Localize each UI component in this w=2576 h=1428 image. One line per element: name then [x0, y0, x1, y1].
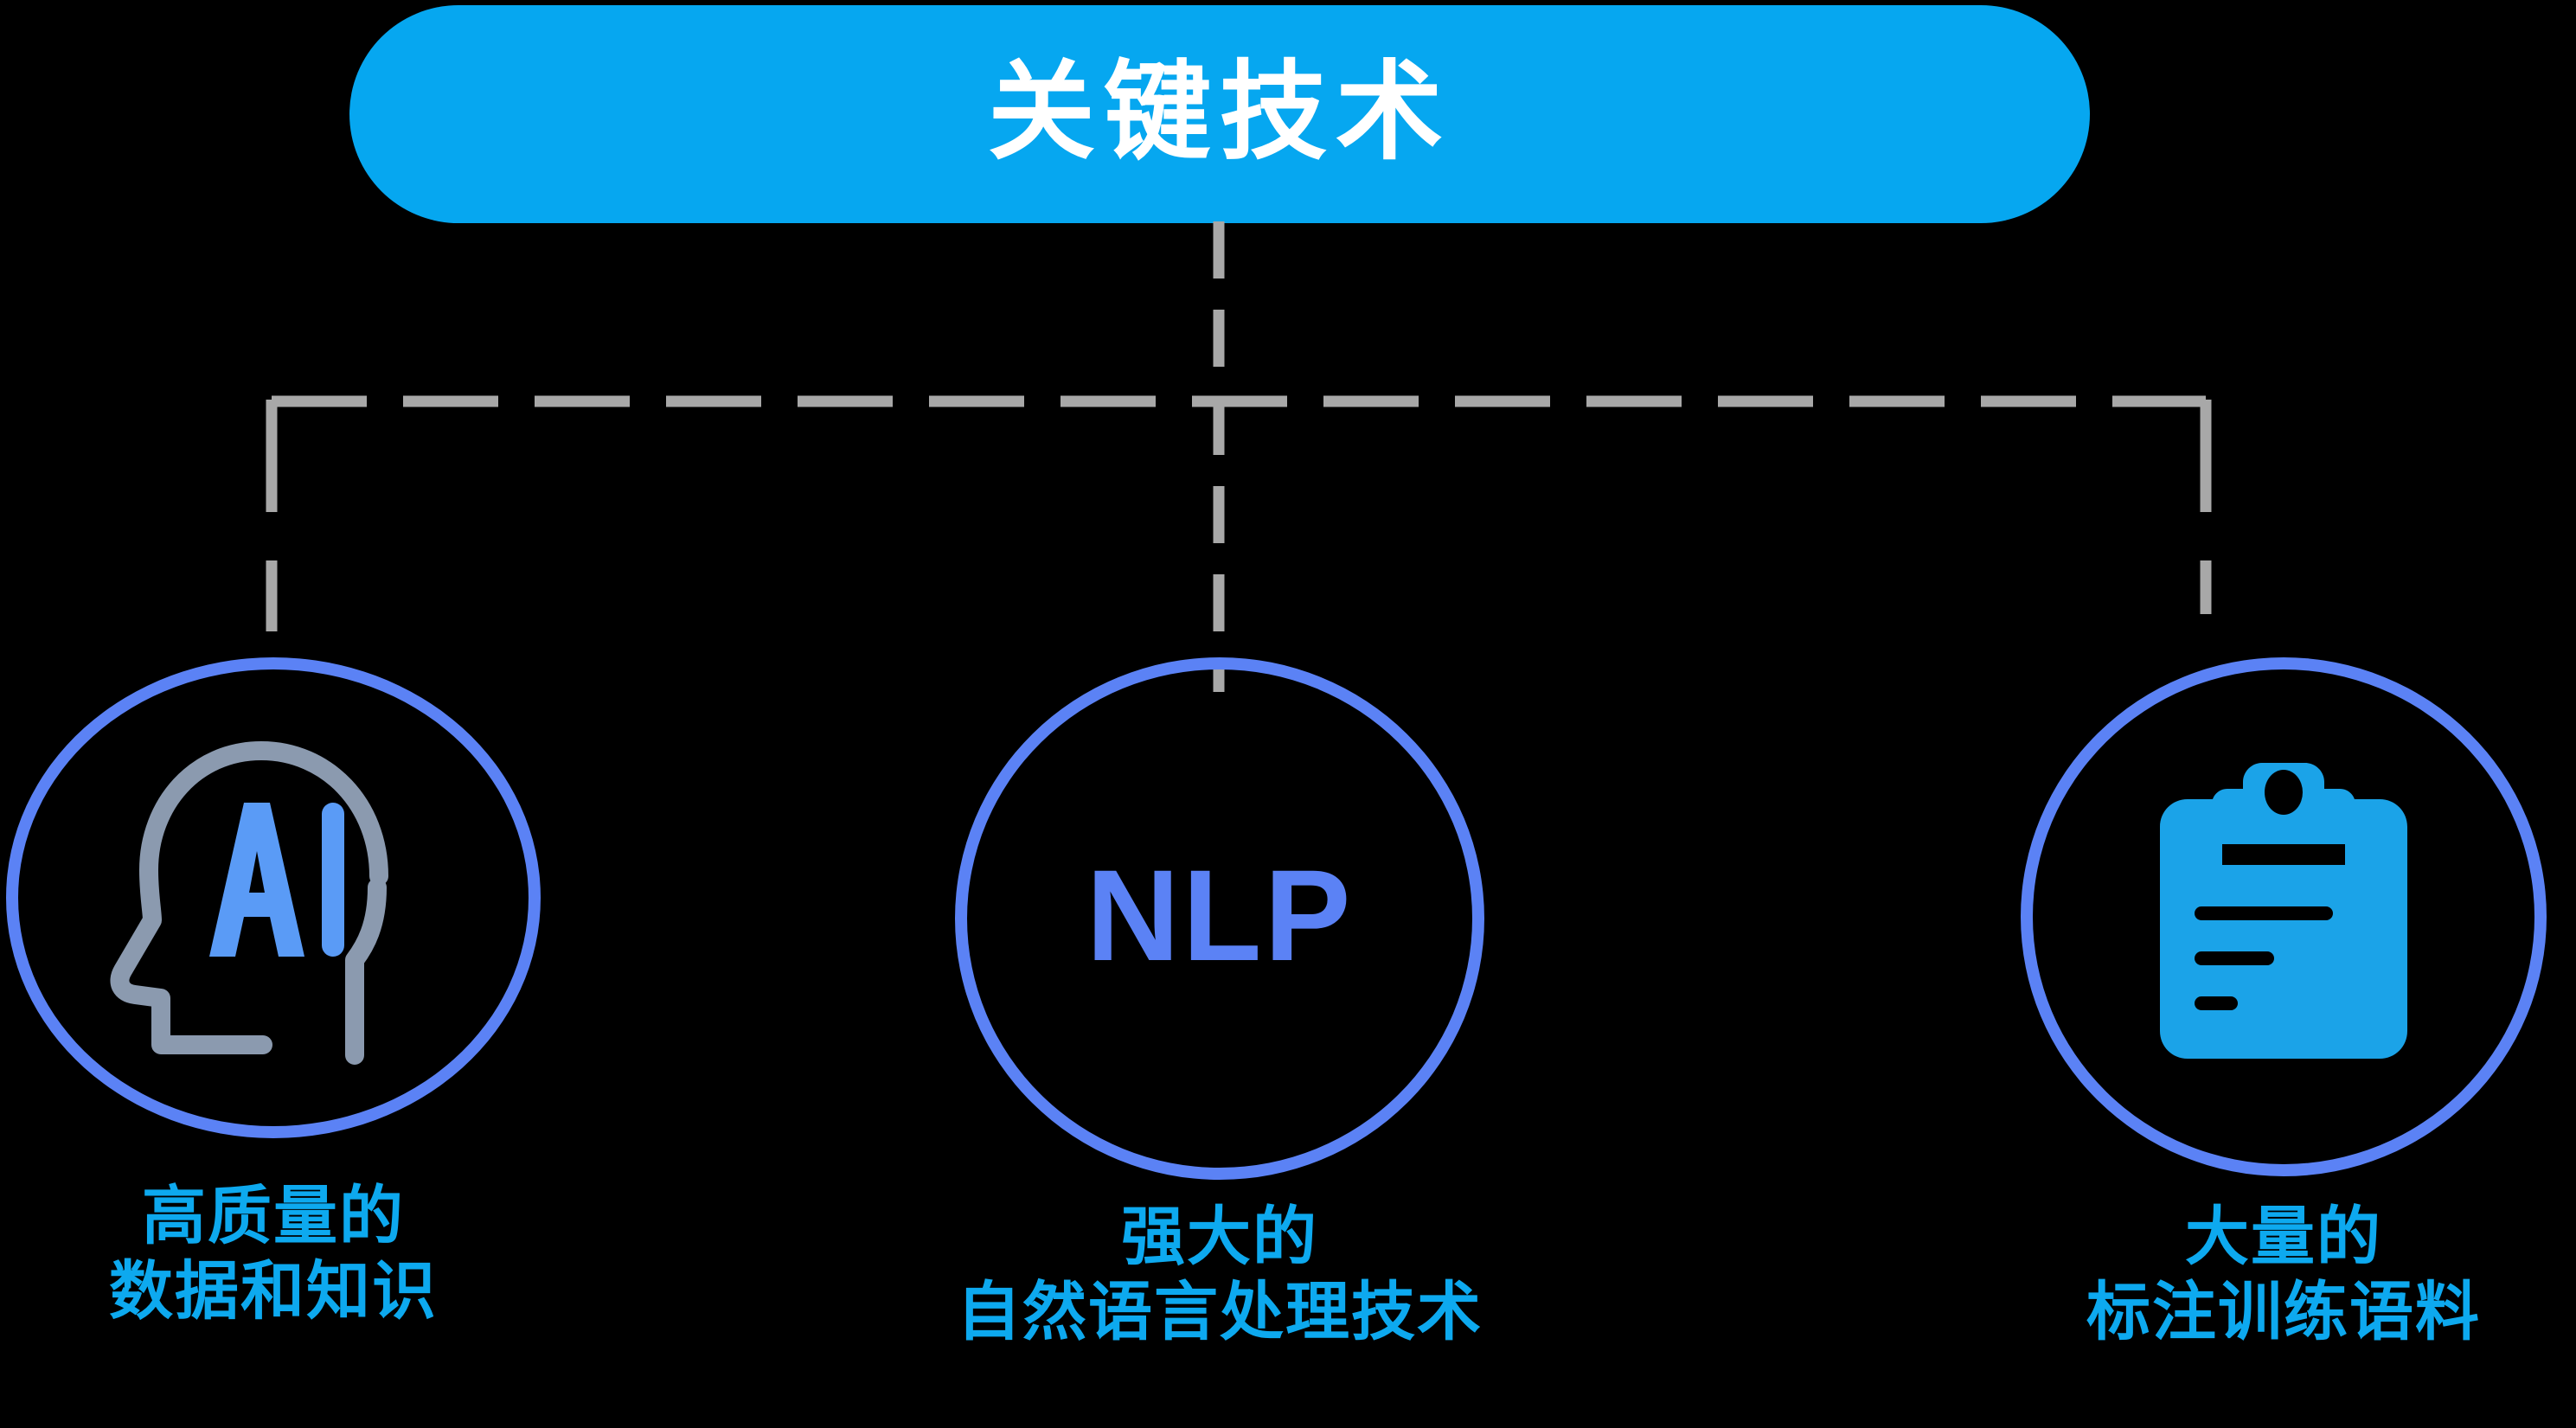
node-nlp-ring: NLP	[955, 657, 1484, 1180]
diagram-title-text: 关键技术	[987, 53, 1451, 172]
node-ai-ring	[6, 657, 541, 1138]
node-data-caption-line1: 大量的	[2185, 1201, 2382, 1272]
node-data[interactable]: 大量的 标注训练语料	[1998, 657, 2569, 1350]
node-ai-caption-line2: 数据和知识	[109, 1255, 438, 1328]
clipboard-icon	[2160, 763, 2407, 1059]
node-data-caption: 大量的 标注训练语料	[2086, 1199, 2481, 1350]
node-nlp-caption-line2: 自然语言处理技术	[957, 1276, 1483, 1348]
node-data-ring	[2021, 657, 2547, 1176]
nlp-text-icon: NLP	[1086, 842, 1354, 988]
node-nlp[interactable]: NLP 强大的 自然语言处理技术	[934, 657, 1505, 1350]
node-ai-caption: 高质量的 数据和知识	[109, 1178, 438, 1329]
node-nlp-caption: 强大的 自然语言处理技术	[957, 1199, 1483, 1350]
node-ai[interactable]: 高质量的 数据和知识	[0, 657, 559, 1329]
node-nlp-caption-line1: 强大的	[1121, 1201, 1318, 1272]
ai-head-icon	[110, 741, 388, 1065]
node-data-caption-line2: 标注训练语料	[2086, 1276, 2481, 1348]
node-ai-caption-line1: 高质量的	[142, 1180, 405, 1252]
diagram-title-pill: 关键技术	[349, 5, 2090, 223]
